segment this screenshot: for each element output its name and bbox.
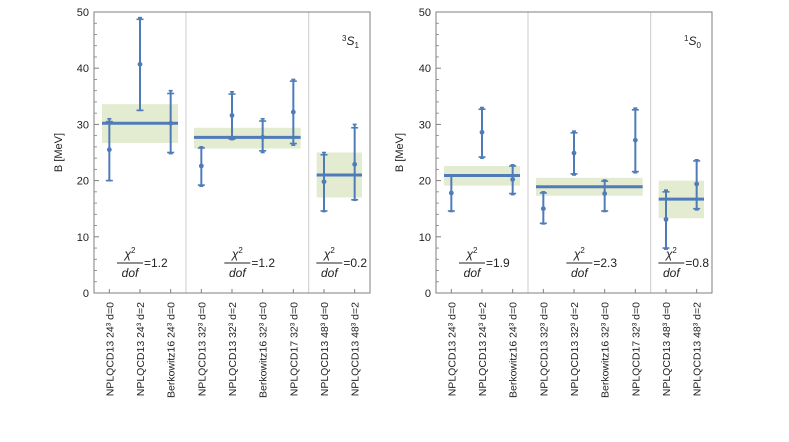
y-tick-label: 20 [419, 176, 431, 188]
data-point [321, 179, 327, 185]
chi2-annotation: χ2 dof =1.2 [117, 246, 168, 280]
y-axis-label: B [MeV] [394, 133, 406, 172]
data-point [540, 206, 546, 212]
data-point [137, 61, 143, 67]
y-tick-label: 40 [419, 63, 431, 75]
x-tick-label: NPLQCD13 24³ d=2 [135, 302, 147, 396]
chi2-denominator: dof [229, 266, 247, 280]
data-point [510, 177, 516, 182]
data-point [352, 161, 358, 167]
x-tick-label: NPLQCD13 48³ d=0 [661, 302, 673, 396]
chi2-value: =0.8 [685, 256, 709, 270]
chi2-annotation: χ2 dof =1.2 [224, 246, 275, 280]
y-tick-label: 0 [425, 288, 431, 300]
y-tick-label: 40 [77, 63, 89, 75]
chi2-numerator: χ2 [465, 246, 478, 261]
chi2-denominator: dof [571, 266, 589, 280]
x-tick-label: NPLQCD13 48³ d=2 [350, 302, 362, 396]
state-annotation-sup: 1 [684, 34, 689, 43]
chi2-numerator: χ2 [231, 246, 244, 261]
chi2-annotation: χ2 dof =1.9 [459, 246, 510, 280]
data-point [663, 216, 669, 222]
y-tick-label: 20 [77, 176, 89, 188]
chi2-sup: 2 [473, 246, 478, 255]
chi2-numerator: χ2 [323, 246, 336, 261]
chi2-annotation: χ2 dof =0.8 [658, 246, 709, 280]
x-tick-label: Berkowitz16 24³ d=0 [508, 302, 520, 398]
x-tick-label: Berkowitz16 32³ d=0 [258, 302, 270, 398]
chi2-value: =1.2 [251, 256, 275, 270]
x-tick-label: NPLQCD13 32³ d=2 [227, 302, 239, 396]
data-point [632, 137, 638, 143]
x-tick-label: Berkowitz16 24³ d=0 [166, 302, 178, 398]
data-point [694, 181, 700, 187]
data-point [571, 150, 577, 156]
chi2-sup: 2 [238, 246, 243, 255]
chi2-denominator: dof [663, 266, 681, 280]
x-tick-label: NPLQCD13 24³ d=0 [104, 302, 116, 396]
chi2-sup: 2 [131, 246, 136, 255]
x-tick-label: NPLQCD17 32³ d=0 [288, 302, 300, 396]
state-annotation-sup: 3 [342, 34, 347, 43]
chi2-numerator: χ2 [123, 246, 136, 261]
y-tick-label: 10 [77, 232, 89, 244]
x-tick-label: NPLQCD13 48³ d=2 [692, 302, 704, 396]
y-tick-label: 10 [419, 232, 431, 244]
state-annotation-sub: 0 [696, 41, 701, 50]
chi2-sup: 2 [672, 246, 677, 255]
y-tick-label: 50 [419, 7, 431, 19]
y-tick-label: 30 [77, 119, 89, 131]
y-tick-label: 50 [77, 7, 89, 19]
data-point [229, 113, 235, 118]
chi2-symbol: χ [123, 247, 131, 261]
chi2-annotation: χ2 dof =2.3 [566, 246, 617, 280]
x-tick-label: NPLQCD13 32³ d=0 [196, 302, 208, 396]
x-tick-label: NPLQCD13 24³ d=2 [477, 302, 489, 396]
chi2-numerator: χ2 [665, 246, 678, 261]
chi2-symbol: χ [465, 247, 473, 261]
state-annotation-letter: S [688, 34, 696, 48]
x-tick-label: Berkowitz16 32³ d=0 [600, 302, 612, 398]
y-axis-label: B [MeV] [53, 133, 65, 172]
x-tick-label: NPLQCD13 32³ d=0 [538, 302, 550, 396]
chi2-sup: 2 [580, 246, 585, 255]
chi2-value: =2.3 [593, 256, 617, 270]
chi2-denominator: dof [321, 266, 339, 280]
chi2-value: =1.9 [486, 256, 510, 270]
chi2-denominator: dof [122, 266, 140, 280]
y-tick-label: 0 [83, 288, 89, 300]
data-point [106, 147, 112, 153]
data-point [198, 163, 204, 169]
state-annotation-sub: 1 [354, 41, 359, 50]
data-point [479, 129, 485, 135]
data-point [602, 191, 608, 196]
x-tick-label: NPLQCD13 48³ d=0 [319, 302, 331, 396]
state-annotation: 1S0 [684, 34, 701, 50]
chi2-symbol: χ [573, 247, 581, 261]
chi2-value: =0.2 [343, 256, 367, 270]
data-point [448, 190, 454, 196]
state-annotation: 3S1 [342, 34, 359, 50]
x-tick-label: NPLQCD13 32³ d=2 [569, 302, 581, 396]
chi2-value: =1.2 [144, 256, 168, 270]
chart-panel-left: 0 10 20 30 40 50 B [MeV] NPLQCD13 24³ d=0 NPLQCD… [53, 7, 371, 398]
chi2-sup: 2 [330, 246, 335, 255]
chi2-symbol: χ [323, 247, 331, 261]
chi2-symbol: χ [665, 247, 673, 261]
data-point [290, 109, 296, 115]
chi2-symbol: χ [231, 247, 239, 261]
y-tick-label: 30 [419, 119, 431, 131]
chi2-denominator: dof [464, 266, 482, 280]
x-tick-label: NPLQCD17 32³ d=0 [630, 302, 642, 396]
x-tick-label: NPLQCD13 24³ d=0 [446, 302, 458, 396]
chi2-numerator: χ2 [573, 246, 586, 261]
chi2-annotation: χ2 dof =0.2 [316, 246, 367, 280]
state-annotation-letter: S [346, 34, 354, 48]
